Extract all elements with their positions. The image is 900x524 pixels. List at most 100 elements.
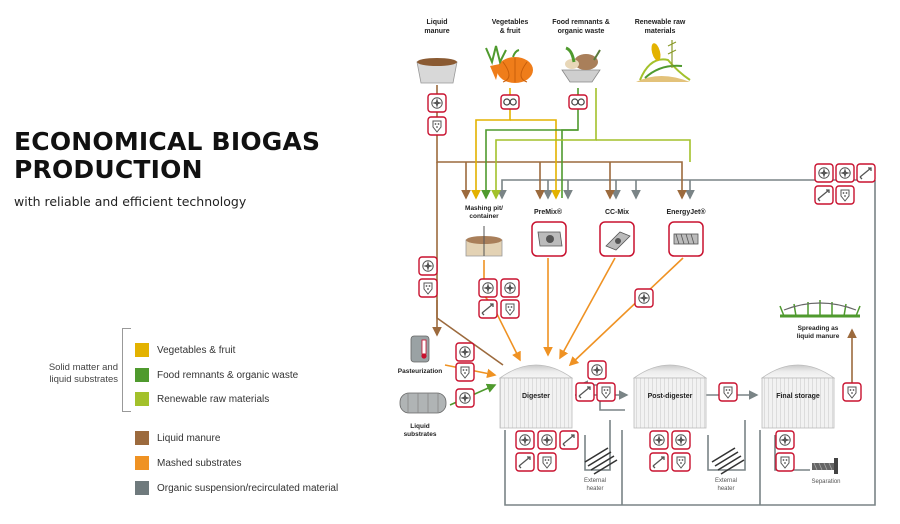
separation-unit: Separation [811, 458, 841, 485]
page-subtitle: with reliable and efficient technology [14, 194, 247, 209]
digester-out-mixer-icon [575, 382, 595, 402]
final-pump-icon [775, 430, 795, 450]
mashing-pit: Mashing pit/ container [465, 205, 503, 257]
premix-label: PreMix® [534, 208, 563, 216]
digester-tank: Digester [498, 364, 574, 429]
mash-unit-icon [500, 299, 520, 319]
input-label: Renewable raw [635, 19, 686, 26]
input-vegetables: Vegetables & fruit [485, 19, 533, 83]
post-unit-icon [671, 452, 691, 472]
heater-label: External [584, 478, 606, 484]
legend-swatch [135, 368, 149, 382]
food-crusher-icon [568, 94, 588, 110]
post-digester-tank: Post-digester [632, 364, 708, 429]
digester-pump-icon-1 [515, 430, 535, 450]
post-out-unit-icon [718, 382, 738, 402]
input-liquid-manure: Liquid manure [416, 19, 458, 84]
legend-item-liquid-manure: Liquid manure [135, 431, 220, 445]
substrate-pump-icon [455, 388, 475, 408]
digester-label: Digester [522, 393, 550, 400]
legend-item-mashed: Mashed substrates [135, 456, 242, 470]
legend-swatch [135, 481, 149, 495]
pasteurization-unit: Pasteurization [398, 335, 442, 375]
legend-swatch [135, 343, 149, 357]
heater-label: External [715, 478, 737, 484]
input-label: & fruit [500, 28, 521, 35]
ccmix-unit: CC-Mix [599, 209, 635, 257]
final-unit-icon [775, 452, 795, 472]
post-pump-icon-2 [671, 430, 691, 450]
manure-unit-icon [427, 116, 447, 136]
legend-item-renewable: Renewable raw materials [135, 392, 269, 406]
spreading-label: Spreading as [798, 325, 839, 332]
recirc-pump-icon-1 [814, 163, 834, 183]
legend-item-food-remnants: Food remnants & organic waste [135, 368, 298, 382]
legend-swatch [135, 456, 149, 470]
mashing-label: Mashing pit/ [465, 205, 503, 212]
input-label: materials [645, 28, 676, 35]
mash-pump-icon-1 [478, 278, 498, 298]
pasteur-pump-icon [455, 342, 475, 362]
recirc-pump-icon-2 [835, 163, 855, 183]
legend-label: Renewable raw materials [157, 393, 270, 405]
post-digester-label: Post-digester [648, 393, 693, 400]
pasteurization-label: Pasteurization [398, 368, 442, 375]
legend-item-vegetables: Vegetables & fruit [135, 343, 235, 357]
input-label: Vegetables [492, 19, 529, 26]
separation-label: Separation [811, 479, 840, 485]
energyjet-unit: EnergyJet® [666, 208, 706, 257]
legend-label: Liquid manure [157, 432, 221, 444]
input-label: Food remnants & [552, 19, 610, 26]
legend-swatch [135, 431, 149, 445]
mash-mixer-icon [478, 299, 498, 319]
pasteur-unit-icon [455, 362, 475, 382]
page-title: ECONOMICAL BIOGAS PRODUCTION [14, 128, 320, 184]
liquid-substrates-label: Liquid [410, 423, 430, 430]
digester-mixer-icon [559, 430, 579, 450]
digester-pump-icon-2 [537, 430, 557, 450]
legend-item-organic-suspension: Organic suspension/recirculated material [135, 481, 338, 495]
legend-label: Vegetables & fruit [157, 344, 236, 356]
input-label: manure [424, 28, 449, 35]
legend-label: Food remnants & organic waste [157, 369, 299, 381]
mashing-label: container [469, 213, 499, 220]
recirc-unit-icon [835, 185, 855, 205]
legend-swatch [135, 392, 149, 406]
input-renewable-raw: Renewable raw materials [635, 19, 691, 82]
legend-label: Mashed substrates [157, 457, 242, 469]
final-storage-label: Final storage [776, 393, 820, 400]
energyjet-pump-icon [634, 288, 654, 308]
spreading-label: liquid manure [797, 333, 840, 340]
recirc-mixer-icon-2 [814, 185, 834, 205]
input-label: organic waste [558, 28, 605, 35]
left-pump-icon [418, 256, 438, 276]
post-mixer-icon [649, 452, 669, 472]
legend-label: Organic suspension/recirculated material [157, 482, 339, 494]
liquid-substrates-label: substrates [404, 431, 437, 438]
title-line-2: PRODUCTION [14, 155, 203, 184]
digester-mixer-icon-2 [515, 452, 535, 472]
input-food-remnants: Food remnants & organic waste [552, 19, 610, 83]
digester-out-unit-icon [596, 382, 616, 402]
left-unit-icon [418, 278, 438, 298]
final-out-unit-icon [842, 382, 862, 402]
veg-crusher-icon [500, 94, 520, 110]
heater-label: heater [717, 486, 734, 492]
input-label: Liquid [427, 19, 448, 26]
ccmix-label: CC-Mix [605, 209, 629, 216]
digester-out-pump-icon [587, 360, 607, 380]
heater-label: heater [586, 486, 603, 492]
energyjet-label: EnergyJet® [666, 208, 706, 216]
post-pump-icon-1 [649, 430, 669, 450]
mash-pump-icon-2 [500, 278, 520, 298]
external-heater-1: External heater [584, 447, 618, 492]
premix-unit: PreMix® [531, 208, 567, 257]
spreading-field: Spreading as liquid manure [779, 300, 861, 340]
liquid-substrates-tank: Liquid substrates [399, 392, 447, 438]
legend-bracket [122, 328, 131, 412]
final-storage-tank: Final storage [760, 364, 836, 429]
legend-group-label: Solid matter and liquid substrates [48, 362, 118, 385]
digester-unit-icon [537, 452, 557, 472]
recirc-mixer-icon [856, 163, 876, 183]
